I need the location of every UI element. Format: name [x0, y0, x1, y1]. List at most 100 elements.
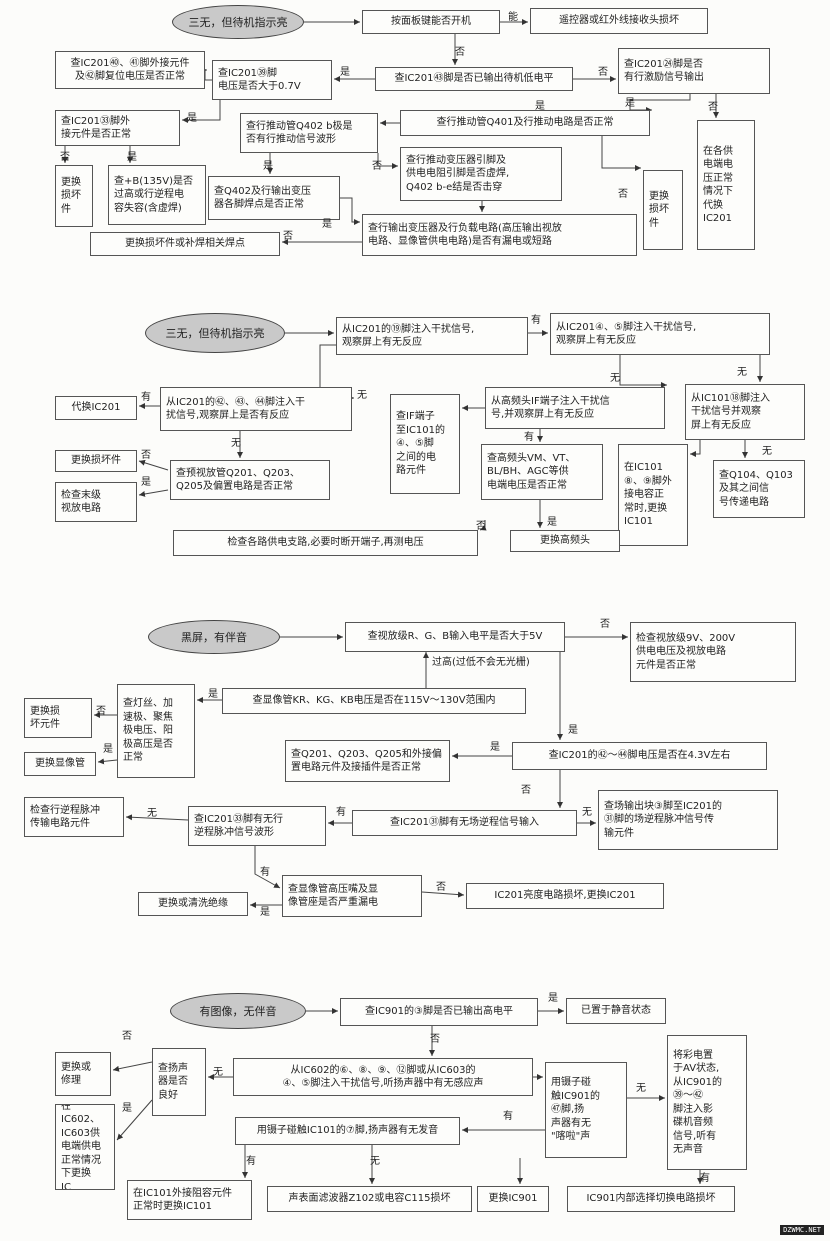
process-box-c7: 查IF端子 至IC101的 ④、⑤脚 之间的电 路元件	[390, 394, 460, 494]
branch-label-m1: 有	[531, 315, 541, 326]
flow-arrow	[601, 136, 641, 171]
process-box-d6: 更换显像管	[24, 752, 96, 776]
flow-arrow	[138, 459, 169, 471]
branch-label-n10: 有	[336, 807, 346, 818]
branch-label-l6: 否	[708, 102, 718, 113]
process-box-d10: 查IC201㉝脚有无行 逆程脉冲信号波形	[188, 806, 326, 846]
process-box-b4: 查IC201㉔脚是否 有行激励信号输出	[618, 48, 770, 94]
flow-arrow	[421, 891, 465, 898]
branch-label-l15: 是	[535, 101, 545, 112]
branch-label-l7: 是	[187, 113, 197, 124]
start-node-section-3: 黑屏，有伴音	[148, 620, 280, 654]
start-node-section-2: 三无，但待机指示亮	[145, 313, 285, 353]
branch-label-l4: 否	[598, 67, 608, 78]
branch-label-m2: 无	[357, 390, 367, 401]
branch-label-n4: 否	[96, 706, 106, 717]
process-box-b15: 查Q402及行输出变压 器各脚焊点是否正常	[208, 176, 340, 220]
branch-label-n13: 否	[436, 882, 446, 893]
branch-label-l2: 否	[455, 47, 465, 58]
process-box-b17: 更换损坏件或补焊相关焊点	[90, 232, 280, 256]
branch-label-l9: 是	[127, 152, 137, 163]
process-box-e6: 更换或 修理	[55, 1052, 111, 1096]
process-box-d4: 查灯丝、加 速极、聚焦 极电压、阳 极高压是否 正常	[117, 684, 195, 778]
branch-label-l12: 是	[322, 219, 332, 230]
process-box-c6: 从IC101⑱脚注入 干扰信号并观察 屏上有无反应	[685, 384, 805, 440]
process-box-b6: 查IC201㊵、㊶脚外接元件 及㊷脚复位电压是否正常	[55, 51, 205, 89]
process-box-d9: 检查行逆程脉冲 传输电路元件	[24, 797, 124, 837]
process-box-e12: 更换IC901	[477, 1186, 549, 1212]
process-box-d7: 查Q201、Q203、Q205和外接偏 置电路元件及接插件是否正常	[285, 740, 450, 782]
process-box-c3: 从IC201的㊷、㊸、㊹脚注入干 扰信号,观察屏上是否有反应	[160, 387, 352, 431]
flow-arrow	[254, 846, 281, 889]
process-box-c8: 更换损坏件	[55, 450, 137, 472]
process-box-b13: 查行推动变压器引脚及 供电电阻引脚是否虚焊, Q402 b-e结是否击穿	[400, 147, 562, 201]
process-box-e11: 声表面滤波器Z102或电容C115损坏	[267, 1186, 472, 1212]
process-box-b9: 查行推动管Q401及行推动电路是否正常	[400, 110, 650, 136]
branch-label-l1: 能	[508, 12, 518, 23]
branch-label-n8: 否	[521, 785, 531, 796]
branch-label-o1: 是	[548, 993, 558, 1004]
flow-arrow	[479, 520, 487, 531]
process-box-d15: 更换或清洗绝缘	[138, 892, 248, 916]
branch-label-l11: 否	[372, 161, 382, 172]
site-watermark: DZWMC.NET	[780, 1225, 824, 1235]
flow-arrow	[125, 814, 189, 821]
branch-label-o6: 是	[122, 1103, 132, 1114]
branch-label-o4: 无	[636, 1083, 646, 1094]
process-box-d5: 更换损 坏元件	[24, 698, 92, 738]
process-box-c10: 检查末级 视放电路	[55, 482, 137, 522]
branch-label-l5: 是	[625, 98, 635, 109]
branch-label-m8: 有	[524, 432, 534, 443]
process-box-c4: 代换IC201	[55, 396, 137, 420]
branch-label-n7: 是	[490, 742, 500, 753]
branch-label-n9: 无	[147, 808, 157, 819]
flow-arrow	[340, 197, 360, 225]
process-box-c9: 查预视放管Q201、Q203、 Q205及偏置电路是否正常	[170, 460, 330, 500]
process-box-e4: 从IC602的⑥、⑧、⑨、⑫脚或从IC603的 ④、⑤脚注入干扰信号,听扬声器中…	[233, 1058, 533, 1096]
process-box-e13: IC901内部选择切换电路损坏	[567, 1186, 735, 1212]
process-box-b12: 查+B(135V)是否 过高或行逆程电 容失容(含虚焊)	[108, 165, 206, 225]
process-box-c5: 从高频头IF端子注入干扰信 号,并观察屏上有无反应	[485, 387, 665, 429]
flow-arrow	[182, 100, 221, 123]
process-box-e3: 将彩电置 于AV状态, 从IC901的 ㊴～㊷ 脚注入影 碟机音频 信号,听有 …	[667, 1035, 747, 1170]
process-box-e5: 查扬声 器是否 良好	[152, 1048, 206, 1116]
process-box-e8: 用镊子碰 触IC901的 ㊼脚,扬 声器有无 "喀啦"声	[545, 1062, 627, 1158]
branch-label-n6: 是	[103, 744, 113, 755]
branch-label-m5: 无	[737, 367, 747, 378]
process-box-c2: 从IC201④、⑤脚注入干扰信号, 观察屏上有无反应	[550, 313, 770, 355]
flow-arrow	[201, 67, 212, 81]
process-box-b16: 查行输出变压器及行负载电路(高压输出视放 电路、显像管供电电路)是否有漏电或短路	[362, 214, 637, 256]
process-box-c12: 在IC101 ⑧、⑨脚外 接电容正 常时,更换 IC101	[618, 444, 688, 546]
process-box-c13: 查Q104、Q103 及其之间信 号传递电路	[713, 460, 805, 518]
branch-label-l10: 是	[263, 161, 273, 172]
branch-label-m11: 是	[547, 517, 557, 528]
branch-label-l13: 否	[283, 231, 293, 242]
process-box-b1: 按面板键能否开机	[362, 10, 500, 34]
branch-label-o9: 无	[370, 1156, 380, 1167]
process-box-b7: 查IC201㉝脚外 接元件是否正常	[55, 110, 180, 146]
branch-label-n2: 过高(过低不会无光栅)	[432, 657, 530, 668]
process-box-b11: 更换 损坏 件	[55, 165, 93, 227]
branch-label-n12: 有	[260, 867, 270, 878]
flow-arrow	[629, 94, 691, 113]
process-box-b14: 更换 损坏 件	[643, 170, 683, 250]
flow-arrow	[619, 355, 667, 388]
process-box-b5: 查IC201㊴脚 电压是否大于0.7V	[212, 60, 332, 100]
process-box-e1: 查IC901的③脚是否已输出高电平	[340, 998, 538, 1026]
process-box-b2: 遥控器或红外线接收头损坏	[530, 8, 708, 34]
process-box-c15: 更换高频头	[510, 530, 620, 552]
process-box-d1: 查视放级R、G、B输入电平是否大于5V	[345, 622, 565, 652]
process-box-e2: 已置于静音状态	[566, 998, 666, 1024]
branch-label-m12: 无	[610, 373, 620, 384]
start-node-section-1: 三无，但待机指示亮	[172, 5, 304, 39]
flow-arrow	[112, 1061, 153, 1072]
process-box-d2: 检查视放级9V、200V 供电电压及视放电路 元件是否正常	[630, 622, 796, 682]
branch-label-o7: 有	[503, 1111, 513, 1122]
branch-label-n3: 是	[208, 689, 218, 700]
branch-label-l14: 否	[618, 189, 628, 200]
branch-label-m9: 无	[762, 446, 772, 457]
process-box-e7: 在IC602、 IC603供 电端供电 正常情况 下更换 IC	[55, 1104, 115, 1190]
process-box-c11: 查高频头VM、VT、 BL/BH、AGC等供 电端电压是否正常	[481, 444, 603, 500]
start-node-section-4: 有图像，无伴音	[170, 993, 306, 1029]
process-box-d11: 查IC201㉛脚有无场逆程信号输入	[352, 810, 577, 836]
